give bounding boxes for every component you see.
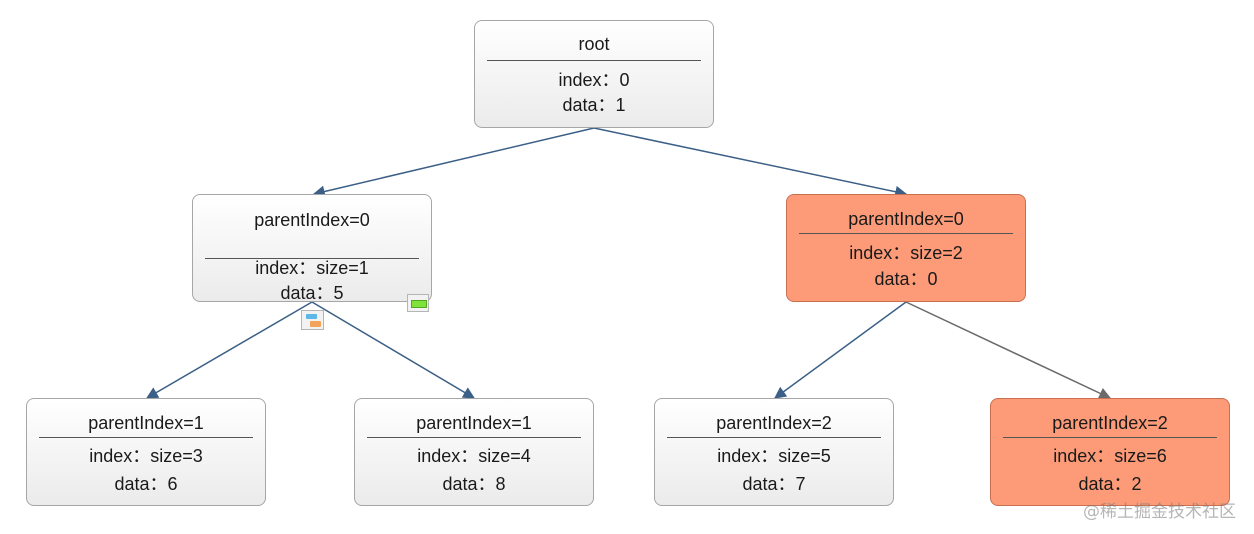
node-divider xyxy=(487,60,701,61)
node-title: root xyxy=(578,34,610,54)
node-divider xyxy=(1003,437,1217,438)
node-divider xyxy=(39,437,253,438)
edge-root-n1 xyxy=(312,127,595,198)
node-line: data：2 xyxy=(1078,474,1142,494)
collapse-icon[interactable] xyxy=(407,294,429,312)
node-title: parentIndex=0 xyxy=(254,210,370,230)
watermark: @稀土掘金技术社区 xyxy=(1083,502,1236,522)
node-n4[interactable]: parentIndex=1 index：size=4 data：8 xyxy=(354,398,594,506)
edge-root-n2 xyxy=(593,127,908,198)
node-line: data：7 xyxy=(742,474,806,494)
node-n3[interactable]: parentIndex=1 index：size=3 data：6 xyxy=(26,398,266,506)
node-n5[interactable]: parentIndex=2 index：size=5 data：7 xyxy=(654,398,894,506)
node-line: index：size=2 xyxy=(849,243,963,263)
node-divider xyxy=(367,437,581,438)
edge-n2-n6 xyxy=(905,301,1112,399)
node-line: index：size=5 xyxy=(717,446,831,466)
node-title: parentIndex=2 xyxy=(716,413,832,433)
node-n6[interactable]: parentIndex=2 index：size=6 data：2 xyxy=(990,398,1230,506)
layout-icon[interactable] xyxy=(301,310,324,330)
node-line: data：1 xyxy=(562,95,626,115)
node-title: parentIndex=1 xyxy=(416,413,532,433)
node-title: parentIndex=2 xyxy=(1052,413,1168,433)
node-line: data：8 xyxy=(442,474,506,494)
node-divider xyxy=(205,258,419,259)
node-divider xyxy=(799,233,1013,234)
edge-n1-n4 xyxy=(311,301,476,399)
node-n1[interactable]: parentIndex=0 index：size=1 data：5 xyxy=(192,194,432,303)
node-line: data：5 xyxy=(280,283,344,303)
node-line: index：size=4 xyxy=(417,446,531,466)
node-line: index：size=6 xyxy=(1053,446,1167,466)
node-line: index：0 xyxy=(558,70,630,90)
node-line: index：size=1 xyxy=(255,258,369,278)
node-title: parentIndex=0 xyxy=(848,209,964,229)
edge-n2-n5 xyxy=(774,301,907,399)
node-line: data：0 xyxy=(874,269,938,289)
node-line: data：6 xyxy=(114,474,178,494)
node-divider xyxy=(667,437,881,438)
edge-n1-n3 xyxy=(145,301,313,399)
node-line: index：size=3 xyxy=(89,446,203,466)
node-n2[interactable]: parentIndex=0 index：size=2 data：0 xyxy=(786,194,1026,302)
node-title: parentIndex=1 xyxy=(88,413,204,433)
node-root[interactable]: root index：0 data：1 xyxy=(474,20,714,128)
